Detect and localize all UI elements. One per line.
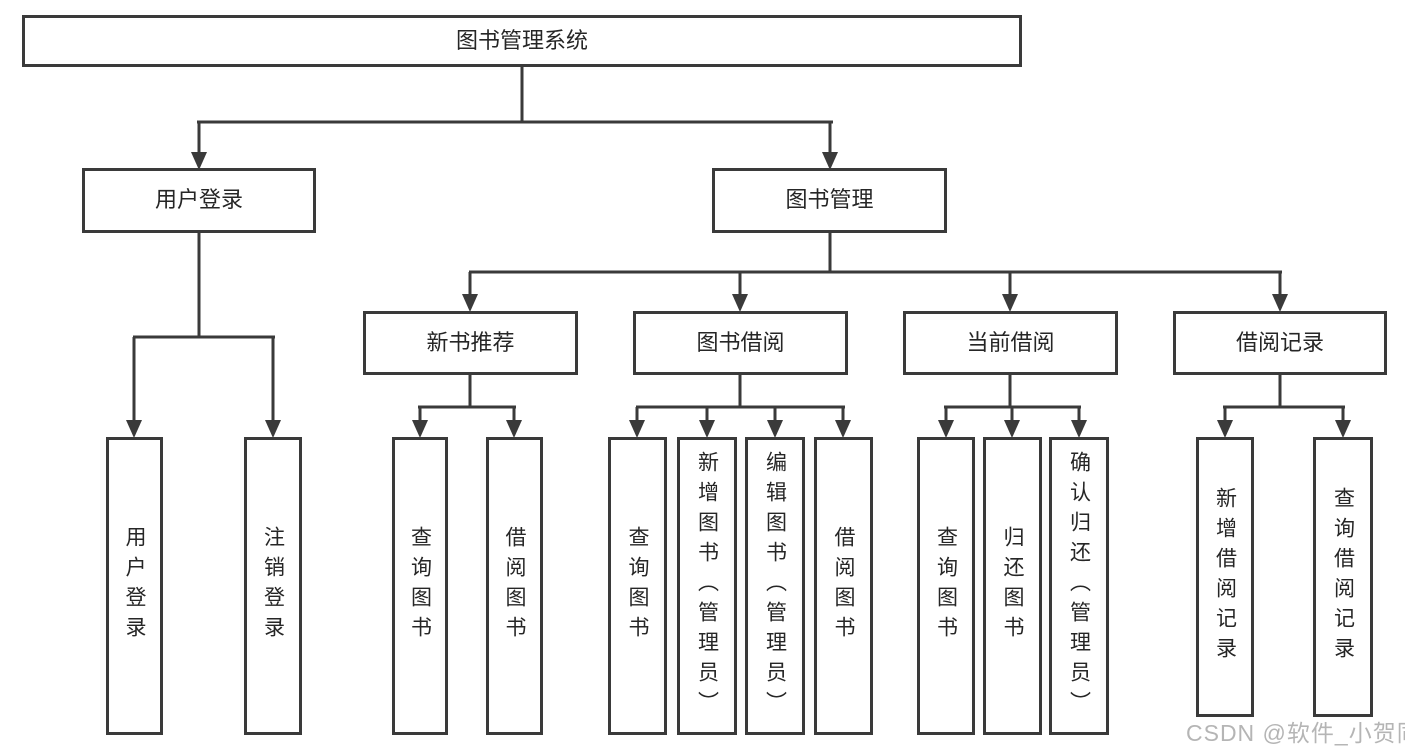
node-new-book-recommendation: 新书推荐: [363, 311, 578, 375]
node-leaf-add-borrow-record: 新增借阅记录: [1196, 437, 1254, 717]
node-label: 借阅图书: [832, 526, 855, 646]
node-user-login: 用户登录: [82, 168, 316, 233]
node-label: 用户登录: [154, 187, 243, 213]
node-leaf-query-books-current: 查询图书: [917, 437, 975, 735]
node-label: 当前借阅: [966, 329, 1055, 355]
node-label: 归还图书: [1001, 526, 1024, 646]
node-book-management: 图书管理: [712, 168, 947, 233]
node-label: 图书管理系统: [455, 27, 588, 53]
node-leaf-query-books-borrowing: 查询图书: [608, 437, 667, 735]
node-leaf-user-login: 用户登录: [106, 437, 163, 735]
node-library-management-system: 图书管理系统: [22, 15, 1022, 67]
node-label: 图书管理: [785, 187, 874, 213]
node-leaf-query-borrow-record: 查询借阅记录: [1313, 437, 1373, 717]
node-leaf-add-book-admin: 新增图书（管理员）: [677, 437, 737, 735]
node-current-borrowing: 当前借阅: [903, 311, 1118, 375]
node-label: 查询图书: [626, 526, 649, 646]
node-book-borrowing: 图书借阅: [633, 311, 848, 375]
node-label: 确认归还（管理员）: [1067, 451, 1091, 721]
node-label: 新增图书（管理员）: [695, 451, 719, 721]
node-leaf-borrow-books-borrowing: 借阅图书: [814, 437, 873, 735]
node-label: 图书借阅: [696, 329, 785, 355]
node-leaf-logout: 注销登录: [244, 437, 302, 735]
node-leaf-query-books-recommend: 查询图书: [392, 437, 448, 735]
node-label: 编辑图书（管理员）: [763, 451, 787, 721]
node-label: 借阅图书: [503, 526, 526, 646]
node-label: 借阅记录: [1235, 329, 1324, 355]
node-label: 查询图书: [408, 526, 432, 646]
node-label: 用户登录: [123, 526, 146, 646]
node-label: 新增借阅记录: [1213, 487, 1237, 667]
arrowheads: [126, 152, 1351, 438]
node-label: 注销登录: [261, 526, 285, 646]
node-label: 查询借阅记录: [1331, 487, 1355, 667]
node-leaf-edit-book-admin: 编辑图书（管理员）: [745, 437, 805, 735]
csdn-watermark: CSDN @软件_小贺同学: [1186, 720, 1405, 746]
node-label: 查询图书: [934, 526, 958, 646]
node-leaf-borrow-books-recommend: 借阅图书: [486, 437, 543, 735]
node-label: 新书推荐: [426, 329, 515, 355]
node-leaf-confirm-return-admin: 确认归还（管理员）: [1049, 437, 1109, 735]
node-borrowing-records: 借阅记录: [1173, 311, 1387, 375]
node-leaf-return-book: 归还图书: [983, 437, 1042, 735]
